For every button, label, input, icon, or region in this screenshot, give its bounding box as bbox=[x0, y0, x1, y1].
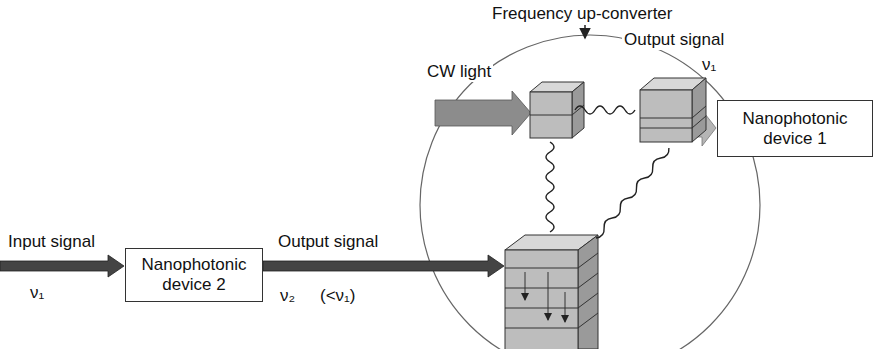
signal-label: ν₂ bbox=[278, 286, 297, 306]
stacked-cube bbox=[505, 235, 598, 349]
input-arrow bbox=[0, 255, 124, 277]
signal-label: Output signal bbox=[276, 232, 380, 252]
cube bbox=[640, 78, 706, 142]
signal-label: Frequency up-converter bbox=[490, 4, 674, 24]
signal-label: Input signal bbox=[6, 232, 97, 252]
signal-label: (<ν₁) bbox=[318, 286, 358, 306]
device-box: Nanophotonic device 2 bbox=[125, 248, 263, 302]
device-label: Nanophotonic device 2 bbox=[134, 255, 254, 294]
signal-label: CW light bbox=[425, 62, 493, 82]
cw-arrow bbox=[435, 91, 531, 135]
near-field-wave bbox=[546, 142, 554, 232]
near-field-wave bbox=[596, 148, 669, 238]
signal-arrow bbox=[263, 255, 504, 277]
device-box: Nanophotonic device 1 bbox=[717, 100, 873, 157]
pointer-arrow bbox=[584, 25, 586, 38]
device-label: Nanophotonic device 1 bbox=[726, 109, 864, 148]
signal-label: ν₁ bbox=[28, 283, 46, 303]
near-field-wave bbox=[575, 106, 635, 114]
converter-circle bbox=[420, 35, 760, 349]
signal-label: Output signal bbox=[622, 30, 726, 50]
cube bbox=[530, 82, 584, 138]
signal-label: ν₁ bbox=[700, 55, 718, 75]
